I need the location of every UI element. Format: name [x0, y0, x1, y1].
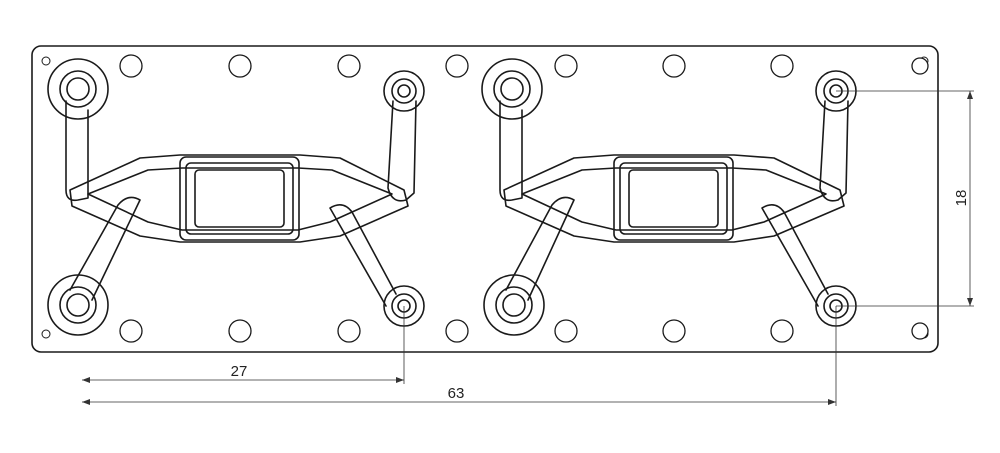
top-mounting-holes: [119, 54, 929, 78]
right-clip-assembly: [481, 58, 857, 336]
left-top-right-eyelet: [383, 70, 425, 112]
right-top-left-eyelet: [481, 58, 543, 120]
right-saddle-inner: [521, 167, 827, 231]
right-clamp-mid: [619, 162, 728, 235]
right-top-right-arm: [819, 100, 849, 202]
base-plate: [31, 45, 939, 353]
right-bottom-right-arm: [761, 204, 829, 307]
dimension-total: [82, 306, 837, 406]
right-clamp-inner: [628, 169, 719, 228]
left-saddle-inner: [87, 167, 393, 231]
left-bottom-right-arm: [329, 204, 397, 307]
dimension-width: [82, 306, 405, 384]
dimension-height: [836, 90, 974, 307]
dimension-width-label: 27: [231, 363, 248, 380]
right-top-left-arm: [499, 100, 523, 202]
left-top-left-arm: [65, 100, 89, 202]
right-saddle-outer: [503, 154, 845, 243]
dimension-total-label: 63: [448, 385, 465, 402]
left-clamp-mid: [185, 162, 294, 235]
dimension-height-label: 18: [953, 190, 970, 207]
right-clamp-outer: [613, 156, 734, 241]
left-top-left-eyelet: [47, 58, 109, 120]
left-bottom-left-arm: [69, 196, 141, 301]
left-clip-assembly: [47, 58, 425, 336]
right-bottom-left-arm: [505, 196, 575, 301]
left-clamp-inner: [194, 169, 285, 228]
left-top-right-arm: [387, 100, 417, 202]
left-saddle-outer: [69, 154, 409, 243]
bottom-mounting-holes: [119, 319, 929, 343]
left-clamp-outer: [179, 156, 300, 241]
